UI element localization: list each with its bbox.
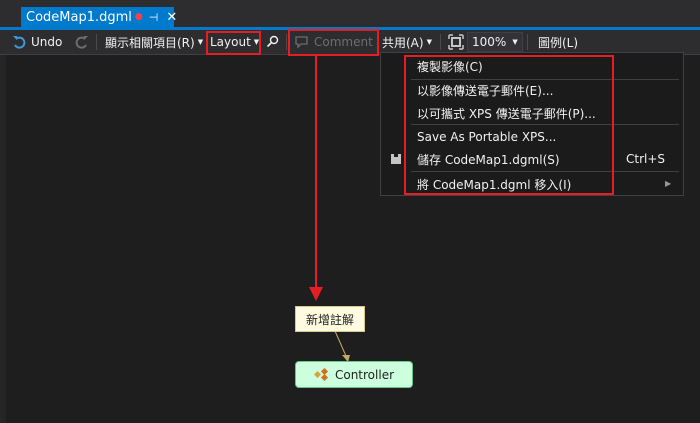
redo-icon xyxy=(75,36,88,49)
save-shortcut: Ctrl+S xyxy=(626,152,666,166)
zoom-combo[interactable]: 100% ▼ xyxy=(467,32,523,52)
zoom-value: 100% xyxy=(472,35,507,49)
toolbar-separator xyxy=(527,34,528,50)
share-label: 共用(A) xyxy=(382,35,424,50)
codemap-toolbar: Undo 顯示相關項目(R) ▼ Layout ▼ Comment 共用(A) … xyxy=(0,30,700,55)
class-node-controller[interactable]: Controller xyxy=(295,361,413,388)
pin-tab-icon[interactable]: ⊣ xyxy=(148,10,159,24)
show-related-items-dropdown[interactable]: 顯示相關項目(R) ▼ xyxy=(105,30,203,54)
chevron-down-icon: ▼ xyxy=(426,38,432,46)
highlight-comment xyxy=(288,29,379,56)
comment-icon xyxy=(295,36,308,49)
tab-codemap[interactable]: CodeMap1.dgml ● ⊣ ✕ xyxy=(21,7,178,27)
comment-button[interactable]: Comment xyxy=(294,30,373,54)
legend-button[interactable]: 圖例(L) xyxy=(538,30,578,54)
menu-separator xyxy=(411,171,679,172)
vertical-scrollbar[interactable] xyxy=(0,55,6,423)
menu-item-move-into[interactable]: 將 CodeMap1.dgml 移入(I) ▶ xyxy=(381,174,681,194)
menu-separator xyxy=(411,79,679,80)
class-node-label: Controller xyxy=(334,367,395,382)
undo-button[interactable]: Undo xyxy=(12,30,62,54)
save-icon xyxy=(391,154,401,164)
legend-label: 圖例(L) xyxy=(538,35,579,50)
menu-item-copy-image[interactable]: 複製影像(C) xyxy=(417,59,483,74)
menu-item-save-label: 儲存 CodeMap1.dgml(S) xyxy=(417,152,560,167)
related-items-label: 顯示相關項目(R) xyxy=(105,35,195,50)
menu-item-save[interactable]: 儲存 CodeMap1.dgml(S) Ctrl+S xyxy=(381,149,681,169)
highlight-layout xyxy=(206,31,261,55)
toolbar-separator xyxy=(286,34,287,50)
chevron-down-icon: ▼ xyxy=(512,38,518,46)
zoom-to-fit-button[interactable] xyxy=(448,30,464,54)
redo-button[interactable] xyxy=(75,30,89,54)
layout-label: Layout xyxy=(210,35,251,49)
modified-indicator-icon: ● xyxy=(134,12,143,22)
find-button[interactable] xyxy=(266,30,280,54)
menu-item-move-into-label: 將 CodeMap1.dgml 移入(I) xyxy=(417,177,572,192)
toolbar-separator xyxy=(96,34,97,50)
tab-accent-line xyxy=(0,27,700,30)
comment-label: Comment xyxy=(314,35,373,49)
document-tab-strip: CodeMap1.dgml ● ⊣ ✕ xyxy=(0,0,700,27)
toolbar-separator xyxy=(440,34,441,50)
menu-item-email-xps[interactable]: 以可攜式 XPS 傳送電子郵件(P)... xyxy=(417,106,596,121)
arrow-head-icon xyxy=(309,287,323,301)
menu-item-email-image[interactable]: 以影像傳送電子郵件(E)... xyxy=(417,83,554,98)
zoom-to-fit-icon xyxy=(448,34,464,50)
layout-dropdown[interactable]: Layout ▼ xyxy=(210,30,259,54)
class-icon xyxy=(313,367,329,381)
chevron-down-icon: ▼ xyxy=(253,38,260,46)
find-icon xyxy=(266,35,279,48)
menu-item-save-xps[interactable]: Save As Portable XPS... xyxy=(417,130,557,144)
menu-separator xyxy=(411,124,679,125)
link-arrow-icon xyxy=(342,355,350,362)
submenu-arrow-icon: ▶ xyxy=(665,179,672,188)
share-menu: 複製影像(C) 以影像傳送電子郵件(E)... 以可攜式 XPS 傳送電子郵件(… xyxy=(380,52,684,196)
highlight-share-menu xyxy=(404,55,614,195)
undo-icon xyxy=(13,36,26,49)
tab-title: CodeMap1.dgml xyxy=(26,9,132,25)
close-tab-icon[interactable]: ✕ xyxy=(166,9,178,25)
share-dropdown[interactable]: 共用(A) ▼ xyxy=(382,30,432,54)
chevron-down-icon: ▼ xyxy=(197,38,204,46)
comment-node[interactable]: 新增註解 xyxy=(295,306,365,332)
undo-label: Undo xyxy=(31,35,63,49)
